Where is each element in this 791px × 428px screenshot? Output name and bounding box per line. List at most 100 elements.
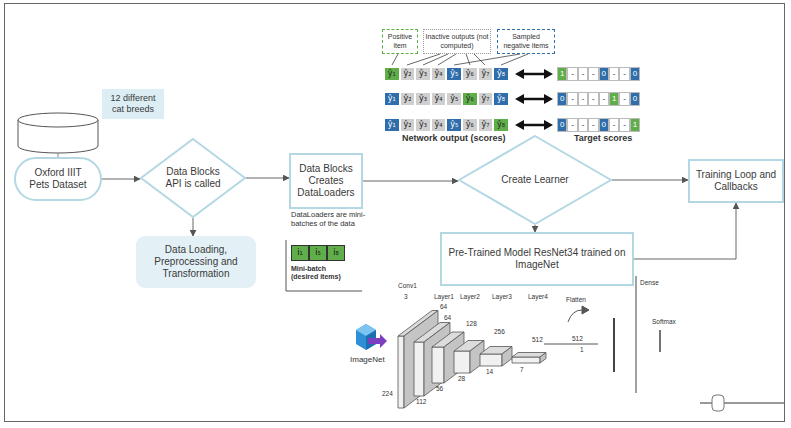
dimension-label: 256 <box>494 328 505 335</box>
flow-arrow <box>612 180 688 181</box>
dimension-label: Flatten <box>566 296 586 303</box>
callout-label: Positive item <box>382 29 418 54</box>
source-label: ImageNet <box>350 355 385 364</box>
decision-diamond: Create Learner <box>458 135 612 225</box>
output-cell: ŷ₁ <box>384 118 400 132</box>
output-cell: ŷ₅ <box>446 67 462 81</box>
callout-box: 12 different cat breeds <box>102 89 164 119</box>
node-text: 12 different cat breeds <box>107 93 159 115</box>
target-cell: 1 <box>609 92 619 106</box>
dimension-label: 512 <box>532 336 543 343</box>
target-cell: - <box>588 118 598 132</box>
dimension-label: 112 <box>416 398 426 405</box>
target-cell: - <box>578 92 588 106</box>
target-cell: - <box>567 67 577 81</box>
dimension-label: 64 <box>440 303 447 310</box>
output-cell: ŷ₅ <box>446 118 462 132</box>
layer-block <box>398 336 404 408</box>
target-cell: - <box>578 67 588 81</box>
output-cell: ŷ₆ <box>462 118 478 132</box>
axis-title: Network output (scores) <box>402 133 506 143</box>
dimension-label: Layer2 <box>460 293 480 300</box>
decision-diamond: Data Blocks API is called <box>140 138 246 218</box>
callout-leaders <box>392 54 528 65</box>
node-text: Create Learner <box>501 174 568 186</box>
dimension-label: Softmax <box>652 318 676 325</box>
double-arrows <box>515 69 553 130</box>
output-cell: ŷ₇ <box>478 67 494 81</box>
output-cell: ŷ₆ <box>462 92 478 106</box>
start-pill: Oxford IIIT Pets Dataset <box>14 157 102 201</box>
target-cell: 0 <box>599 67 609 81</box>
flatten-line <box>544 306 598 344</box>
dimension-label: Conv1 <box>398 282 417 289</box>
callout-label: Inactive outputs (not computed) <box>423 29 491 54</box>
output-cell: ŷ₂ <box>400 67 416 81</box>
process-box: Pre-Trained Model ResNet34 trained on Im… <box>440 232 634 286</box>
output-cell: ŷ₃ <box>415 118 431 132</box>
dimension-label: 224 <box>382 390 393 397</box>
note-text: DataLoaders are mini-batches of the data <box>291 211 369 228</box>
target-cell: - <box>599 92 609 106</box>
imagenet-icon <box>356 324 387 350</box>
output-cell: ŷ₆ <box>462 67 478 81</box>
target-cell: - <box>609 67 619 81</box>
target-cell: 1 <box>557 67 567 81</box>
target-cell: - <box>619 92 629 106</box>
output-cell: ŷ₇ <box>478 92 494 106</box>
node-text: Data Blocks Creates DataLoaders <box>296 163 356 199</box>
output-cell: ŷ₁ <box>384 67 400 81</box>
layer-block <box>414 342 424 396</box>
target-cell: 0 <box>630 92 640 106</box>
output-cell: ŷ₃ <box>415 67 431 81</box>
target-cell: 0 <box>557 92 567 106</box>
target-cell: 0 <box>557 118 567 132</box>
dimension-label: 128 <box>466 320 477 327</box>
panel-edge <box>636 276 637 393</box>
dimension-label: Dense <box>640 279 659 286</box>
dimension-label: 64 <box>444 314 451 321</box>
database-cylinder <box>18 113 98 153</box>
layer-block <box>512 357 540 363</box>
outer-frame <box>4 3 785 422</box>
target-cell: - <box>619 118 629 132</box>
flow-arrow <box>193 218 194 236</box>
output-cell: ŷ₂ <box>400 92 416 106</box>
process-box: Data Blocks Creates DataLoaders <box>289 153 363 209</box>
dimension-label: 1 <box>580 346 584 353</box>
layer-block <box>502 347 512 367</box>
flow-arrow <box>535 225 536 232</box>
dimension-label: 28 <box>458 375 465 382</box>
batch-cell: i₁ <box>291 245 309 261</box>
softmax-bar <box>659 330 661 352</box>
target-cell: 0 <box>599 118 609 132</box>
node-text: Data Loading, Preprocessing and Transfor… <box>141 244 251 280</box>
target-cell: - <box>567 118 577 132</box>
flow-arrow <box>102 179 140 180</box>
dimension-label: Layer3 <box>492 293 512 300</box>
dimension-label: 14 <box>486 368 493 375</box>
dimension-label: Layer1 <box>434 293 454 300</box>
flow-arrow <box>246 178 289 179</box>
output-cell: ŷ₃ <box>415 92 431 106</box>
flow-arrow <box>634 203 736 259</box>
node-text: Training Loop and Callbacks <box>695 169 777 193</box>
output-cell: ŷ₅ <box>446 92 462 106</box>
dimension-label: 56 <box>436 385 443 392</box>
process-box: Training Loop and Callbacks <box>688 159 784 203</box>
layer-block <box>480 354 502 366</box>
output-cell: ŷ₄ <box>431 67 447 81</box>
target-cell: 1 <box>630 118 640 132</box>
node-text: Oxford IIIT Pets Dataset <box>24 167 92 191</box>
node-text: Data Blocks API is called <box>163 166 222 190</box>
output-cell: ŷ₈ <box>493 67 509 81</box>
target-cell: - <box>588 67 598 81</box>
output-cell: ŷ₁ <box>384 92 400 106</box>
batch-cell: i₅ <box>309 245 327 261</box>
mini-batch-bracket <box>286 240 362 291</box>
batch-cell: i₈ <box>327 245 345 261</box>
callout-label: Sampled negative items <box>497 29 555 54</box>
layer-block <box>432 347 444 383</box>
